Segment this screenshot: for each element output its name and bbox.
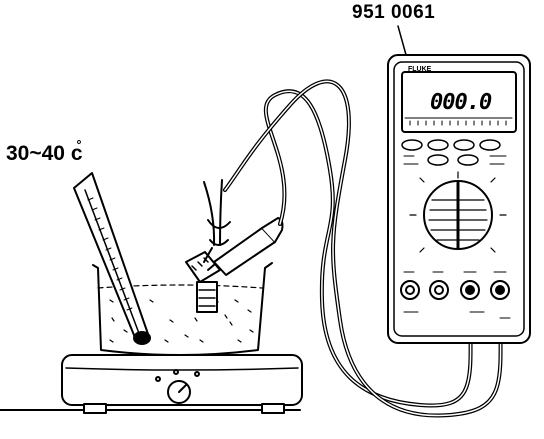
test-lead-red	[263, 89, 473, 408]
test-probe	[207, 217, 284, 276]
rotary-selector-knob	[409, 171, 507, 253]
function-buttons	[401, 139, 507, 166]
test-lead-black	[223, 79, 503, 418]
part-number-label: 951 0061	[352, 2, 436, 23]
temperature-sensor	[185, 251, 221, 313]
lcd-display	[401, 71, 517, 133]
input-jacks	[400, 271, 511, 319]
multimeter	[387, 54, 531, 344]
hot-plate	[61, 354, 303, 414]
lcd-reading: 000.0	[430, 90, 492, 115]
multimeter-brand: FLUKE	[408, 66, 432, 73]
temperature-range-label: 30~40 c̊	[6, 142, 83, 165]
thermometer	[73, 172, 151, 345]
alligator-clip	[203, 179, 231, 263]
hot-plate-dial	[155, 369, 200, 404]
